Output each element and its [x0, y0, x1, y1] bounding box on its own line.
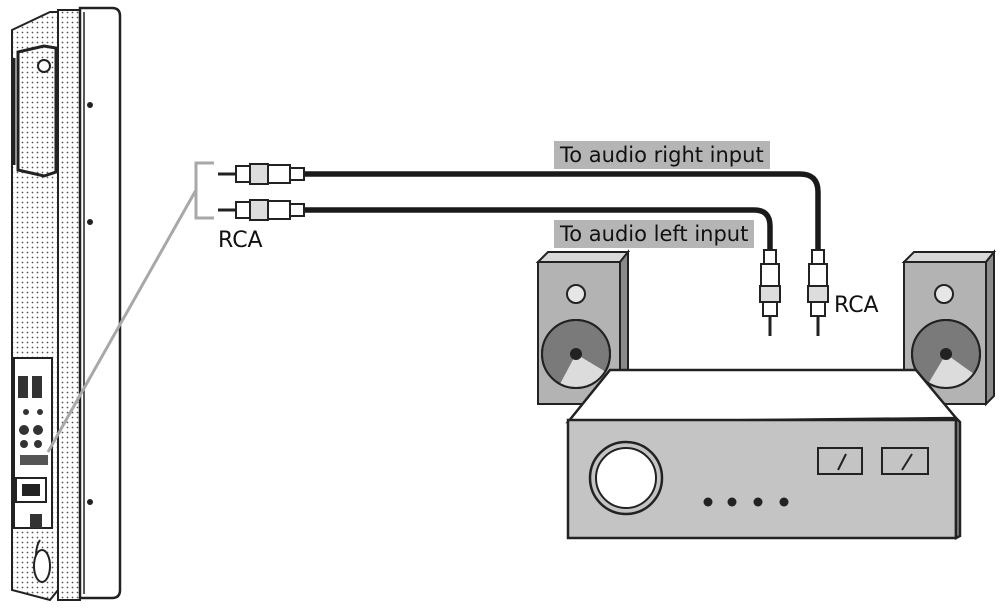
callout-lines [46, 161, 214, 453]
rca-label-right: RCA [834, 293, 879, 318]
rca-label-left: RCA [218, 228, 263, 253]
rca-plug-icon [759, 249, 829, 336]
speaker-icon [901, 249, 997, 407]
rca-plug-icon [218, 163, 305, 221]
right-input-label: To audio right input [554, 141, 770, 169]
amplifier-icon [565, 368, 962, 541]
audio-cables [301, 171, 821, 253]
speaker-icon [535, 249, 631, 407]
left-input-label: To audio left input [554, 220, 755, 248]
display-panel-side-icon [11, 6, 122, 602]
